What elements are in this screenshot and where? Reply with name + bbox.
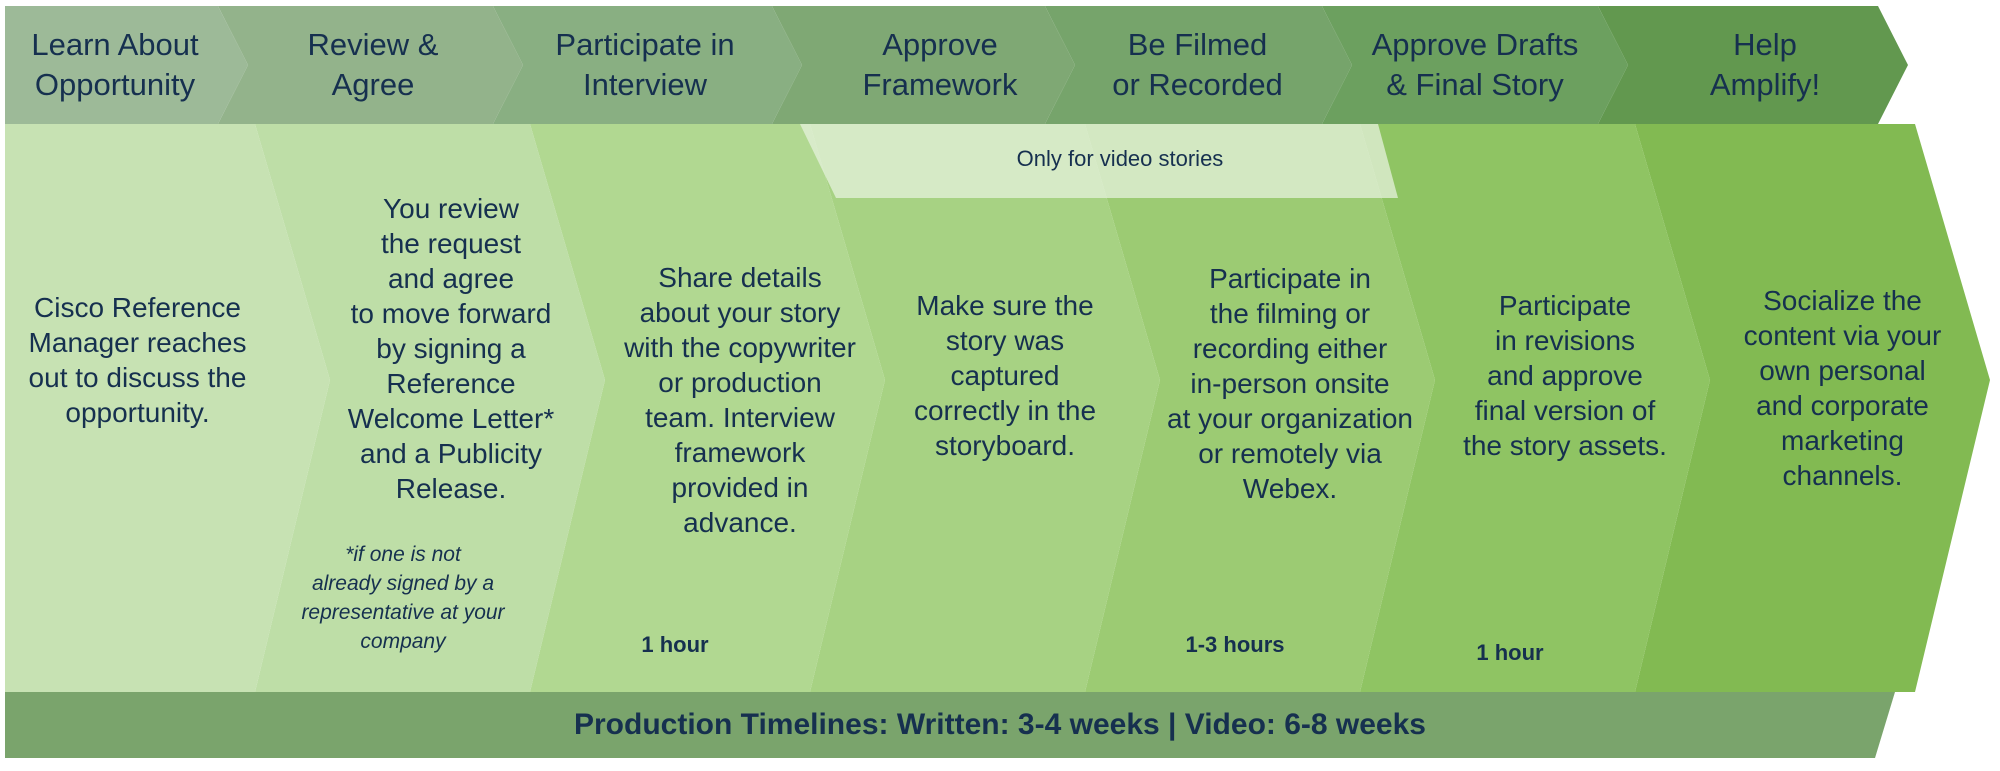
body-chevron-approve-drafts bbox=[1360, 124, 1710, 692]
step-title-interview: Participate in Interview bbox=[555, 27, 735, 102]
step-description-amplify: Socialize the content via your own perso… bbox=[1743, 285, 1942, 491]
header-chevron-interview bbox=[493, 6, 802, 124]
header-chevron-learn bbox=[5, 6, 248, 124]
step-note-review: *if one is not already signed by a repre… bbox=[301, 543, 505, 653]
step-description-framework: Make sure the story was captured correct… bbox=[913, 289, 1097, 461]
header-chevron-review bbox=[218, 6, 523, 124]
step-title-learn: Learn About Opportunity bbox=[31, 27, 199, 102]
body-chevron-filmed bbox=[1085, 124, 1435, 692]
production-timeline: Production Timelines: Written: 3-4 weeks… bbox=[574, 708, 1426, 741]
header-chevron-framework bbox=[772, 6, 1075, 124]
step-description-review: You review the request and agree to move… bbox=[347, 192, 555, 504]
header-chevron-amplify bbox=[1598, 6, 1908, 124]
step-title-framework: Approve Framework bbox=[862, 27, 1018, 102]
step-duration-filmed: 1-3 hours bbox=[1185, 632, 1285, 657]
step-title-filmed: Be Filmed or Recorded bbox=[1112, 27, 1283, 102]
step-description-filmed: Participate in the filming or recording … bbox=[1167, 262, 1413, 504]
body-chevron-amplify bbox=[1635, 124, 1990, 692]
step-duration-approve-drafts: 1 hour bbox=[1476, 640, 1544, 665]
footer-band-shape bbox=[5, 692, 1895, 758]
step-title-approve-drafts: Approve Drafts & Final Story bbox=[1371, 27, 1579, 102]
header-chevron-approve-drafts bbox=[1322, 6, 1628, 124]
body-chevron-interview bbox=[530, 124, 885, 692]
header-chevron-filmed bbox=[1045, 6, 1352, 124]
video-only-note: Only for video stories bbox=[1016, 146, 1224, 171]
step-duration-interview: 1 hour bbox=[641, 632, 709, 657]
step-description-learn: Cisco Reference Manager reaches out to d… bbox=[28, 292, 247, 428]
step-description-approve-drafts: Participate in revisions and approve fin… bbox=[1463, 289, 1667, 461]
body-chevron-review bbox=[255, 124, 605, 692]
step-title-review: Review & Agree bbox=[307, 27, 439, 102]
body-band bbox=[5, 124, 1990, 692]
body-chevron-framework bbox=[810, 124, 1160, 692]
footer-band bbox=[5, 692, 1895, 758]
step-title-amplify: Help Amplify! bbox=[1709, 27, 1821, 102]
header-band bbox=[5, 6, 1908, 124]
video-only-banner bbox=[800, 124, 1398, 198]
step-description-interview: Share details about your story with the … bbox=[624, 262, 856, 538]
body-chevron-learn bbox=[5, 124, 330, 692]
